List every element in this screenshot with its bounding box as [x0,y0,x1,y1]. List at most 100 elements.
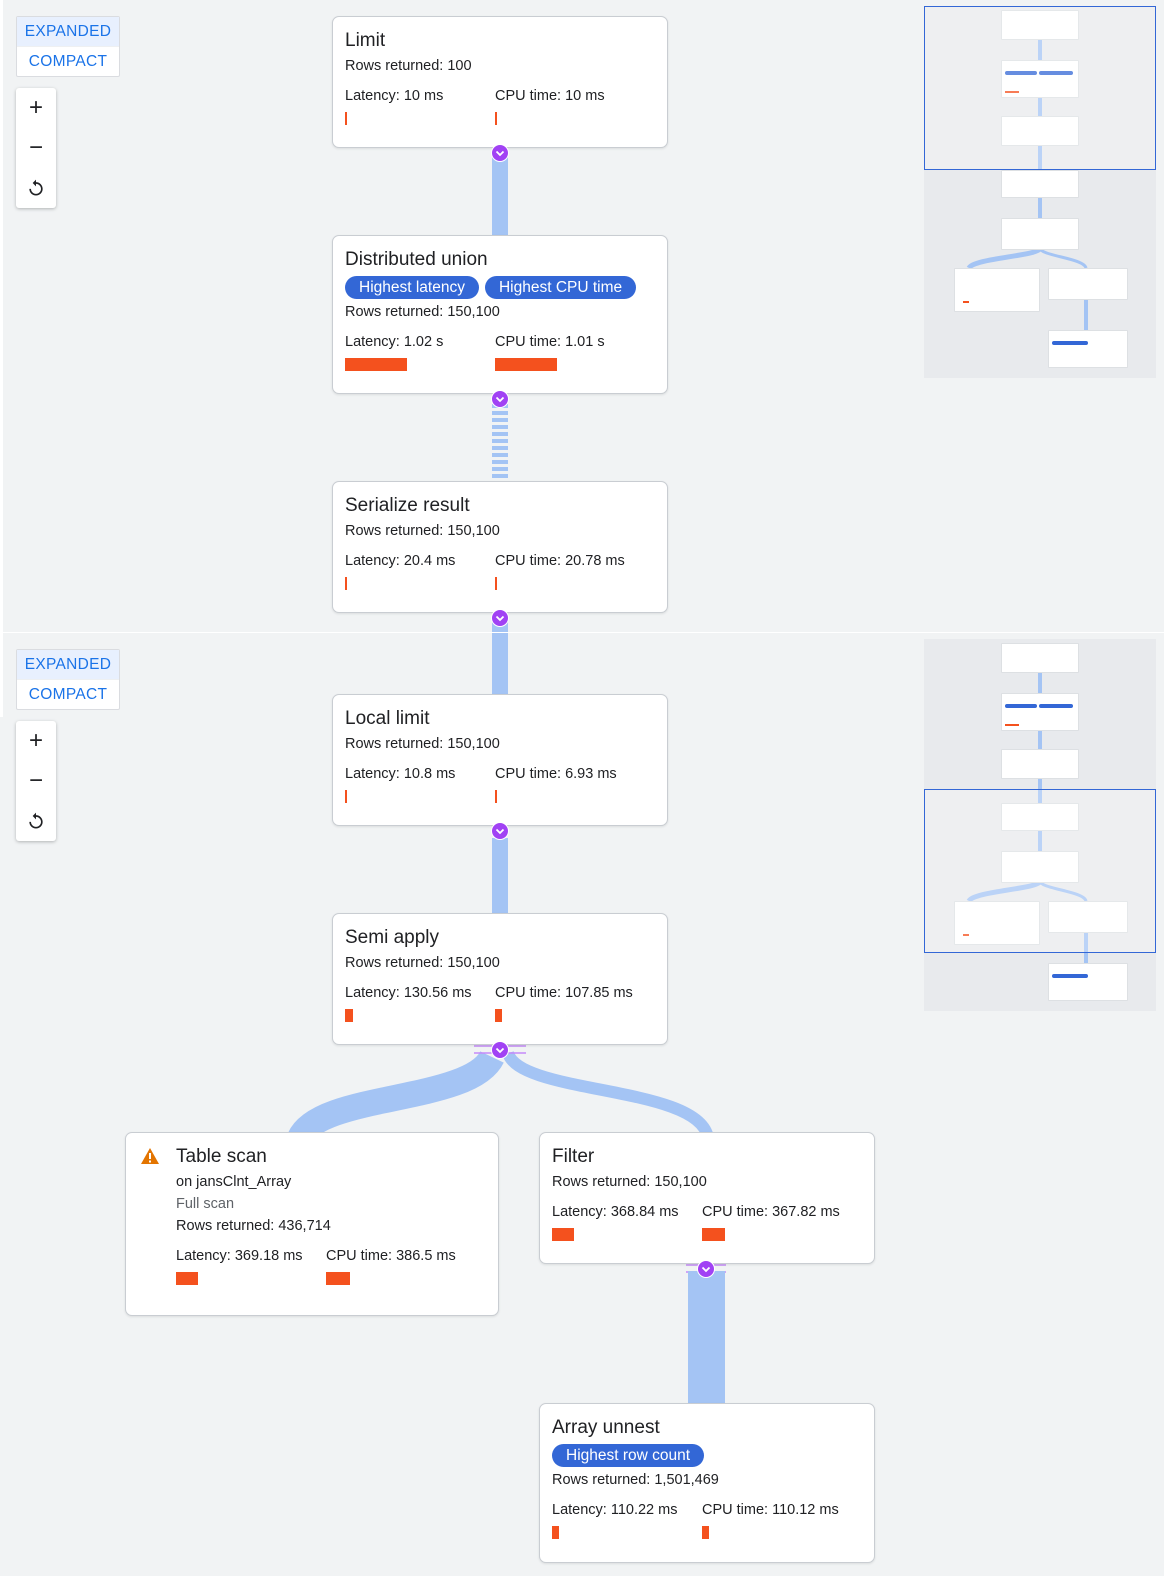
minimap-edge [1038,38,1042,60]
latency-bar [345,1009,353,1022]
node-title: Filter [552,1146,595,1167]
rows-returned: Rows returned: 1,501,469 [552,1472,719,1488]
minimap-node [954,901,1040,945]
expanded-mode-button[interactable]: EXPANDED [17,17,119,46]
latency-metric: Latency: 369.18 ms [176,1246,326,1285]
plan-view-top: EXPANDED COMPACT + − Limit Rows returned… [0,0,1164,632]
node-limit[interactable]: Limit Rows returned: 100 Latency: 10 ms … [332,16,668,148]
latency-metric: Latency: 1.02 s [345,332,495,371]
minimap-edge [1038,727,1042,749]
node-serialize-result[interactable]: Serialize result Rows returned: 150,100 … [332,481,668,613]
minimap-viewport[interactable] [924,789,1156,953]
chevron-down-icon [495,615,505,622]
view-mode-toggle: EXPANDED COMPACT [16,16,120,77]
minimap[interactable] [924,639,1156,1011]
latency-metric: Latency: 130.56 ms [345,983,495,1022]
latency-bar [345,112,347,125]
highest-latency-badge: Highest latency [345,276,479,299]
node-title: Table scan [176,1146,267,1167]
edge-limit-union [492,152,508,236]
cpu-bar [495,790,497,803]
cpu-metric: CPU time: 110.12 ms [702,1500,852,1539]
latency-bar [345,577,347,590]
minimap-edge [1038,829,1042,851]
badge-list: Highest row count [552,1444,862,1467]
cpu-metric: CPU time: 20.78 ms [495,551,645,590]
rows-returned: Rows returned: 150,100 [345,955,500,971]
expand-toggle-limit[interactable] [491,144,509,162]
minimap-edge [1084,298,1088,330]
latency-bar [552,1526,559,1539]
node-title: Serialize result [345,495,470,516]
cpu-bar [495,112,497,125]
minimap-edge [1038,671,1042,693]
chevron-down-icon [495,828,505,835]
reset-zoom-button[interactable] [16,801,56,841]
minimap-node [1001,170,1079,198]
view-mode-toggle: EXPANDED COMPACT [16,649,120,710]
zoom-in-button[interactable]: + [28,727,43,754]
zoom-out-button[interactable]: − [28,134,43,161]
expanded-mode-button[interactable]: EXPANDED [17,650,119,679]
cpu-metric: CPU time: 10 ms [495,86,645,125]
panel-edge [0,0,3,632]
cpu-metric: CPU time: 1.01 s [495,332,645,371]
reset-zoom-button[interactable] [16,168,56,208]
minimap-node [1001,10,1079,40]
minimap-node [1001,749,1079,779]
cpu-metric: CPU time: 107.85 ms [495,983,645,1022]
minimap-node [1001,851,1079,883]
node-semi-apply[interactable]: Semi apply Rows returned: 150,100 Latenc… [332,913,668,1045]
expand-toggle-semi-apply[interactable] [491,1041,509,1059]
latency-bar [176,1272,198,1285]
minimap-node [1001,643,1079,673]
cpu-bar [495,577,497,590]
compact-mode-button[interactable]: COMPACT [17,679,119,709]
minimap-edge [1038,146,1042,170]
cpu-bar [495,358,557,371]
minimap-node [1001,116,1079,146]
chevron-down-icon [495,150,505,157]
highest-row-count-badge: Highest row count [552,1444,705,1467]
latency-metric: Latency: 10 ms [345,86,495,125]
expand-toggle-filter[interactable] [697,1260,715,1278]
panel-edge [0,633,3,717]
node-local-limit[interactable]: Local limit Rows returned: 150,100 Laten… [332,694,668,826]
node-title: Array unnest [552,1417,660,1438]
chevron-down-icon [495,1047,505,1054]
node-array-unnest[interactable]: Array unnest Highest row count Rows retu… [539,1403,875,1563]
table-name: on jansClnt_Array [176,1174,292,1190]
minimap-viewport[interactable] [924,6,1156,170]
minimap-node [1048,901,1128,933]
cpu-bar [326,1272,350,1285]
minimap-node [1048,268,1128,300]
edge-union-serialize [492,404,508,478]
expand-toggle-distributed-union[interactable] [491,390,509,408]
rows-returned: Rows returned: 436,714 [176,1218,331,1234]
chevron-down-icon [495,396,505,403]
minimap-node [1001,60,1079,98]
minimap-node [1001,218,1079,250]
cpu-bar [495,1009,502,1022]
minimap-node [1048,963,1128,1001]
compact-mode-button[interactable]: COMPACT [17,46,119,76]
node-filter[interactable]: Filter Rows returned: 150,100 Latency: 3… [539,1132,875,1264]
node-distributed-union[interactable]: Distributed union Highest latency Highes… [332,235,668,394]
rows-returned: Rows returned: 150,100 [345,523,500,539]
minimap[interactable] [924,6,1156,378]
cpu-bar [702,1228,725,1241]
zoom-in-button[interactable]: + [28,94,43,121]
zoom-controls: + − [16,721,56,841]
expand-toggle-serialize-result[interactable] [491,609,509,627]
latency-bar [345,358,407,371]
highest-cpu-badge: Highest CPU time [484,276,637,299]
minimap-node [1048,330,1128,368]
scan-type: Full scan [176,1196,235,1212]
node-table-scan[interactable]: Table scan on jansClnt_Array Full scan R… [125,1132,499,1316]
latency-metric: Latency: 20.4 ms [345,551,495,590]
expand-toggle-local-limit[interactable] [491,822,509,840]
zoom-controls: + − [16,88,56,208]
minimap-node [954,268,1040,312]
plan-view-bottom: EXPANDED COMPACT + − Local limit Rows re… [0,632,1164,1576]
zoom-out-button[interactable]: − [28,767,43,794]
